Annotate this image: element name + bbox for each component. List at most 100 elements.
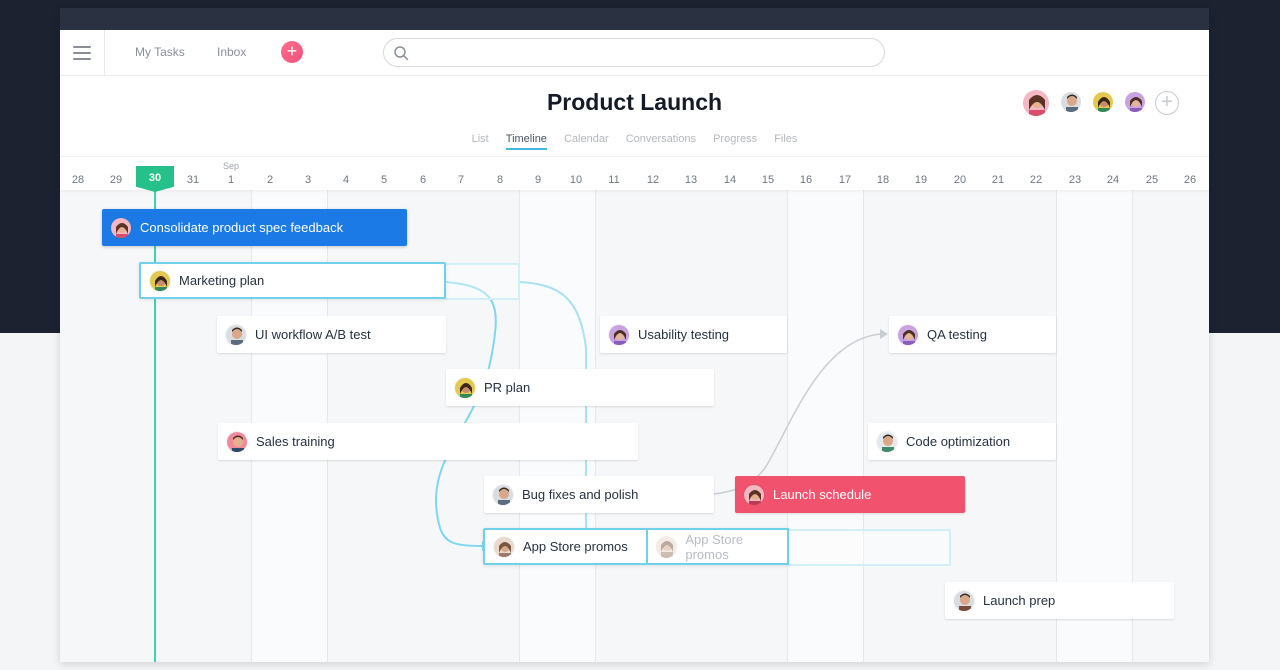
task-bar[interactable]: Sales training xyxy=(218,423,638,460)
assignee-avatar xyxy=(225,323,247,346)
task-drag-preview[interactable]: App Store promos xyxy=(646,528,789,565)
date-cell: 14 xyxy=(723,174,737,186)
task-label: Launch prep xyxy=(983,593,1056,608)
date-cell: 17 xyxy=(838,174,852,186)
hamburger-icon xyxy=(73,46,91,60)
add-member-button[interactable]: + xyxy=(1155,91,1179,115)
task-label: UI workflow A/B test xyxy=(255,327,371,342)
project-tabs: List Timeline Calendar Conversations Pro… xyxy=(60,133,1209,150)
tab-conversations[interactable]: Conversations xyxy=(625,133,697,145)
date-cell: 24 xyxy=(1106,174,1120,186)
tab-list[interactable]: List xyxy=(471,133,489,145)
app-window: My Tasks Inbox + Product Launch List Tim… xyxy=(60,8,1209,662)
date-cell: 22 xyxy=(1029,174,1043,186)
task-bar[interactable]: Launch schedule xyxy=(735,476,965,513)
task-label: QA testing xyxy=(927,327,987,342)
tab-files[interactable]: Files xyxy=(774,133,798,145)
date-cell: 26 xyxy=(1183,174,1197,186)
task-bar[interactable]: Launch prep xyxy=(945,582,1174,619)
task-bar[interactable]: PR plan xyxy=(446,369,714,406)
task-bar[interactable]: Bug fixes and polish xyxy=(484,476,714,513)
tab-progress[interactable]: Progress xyxy=(713,133,758,145)
task-label: App Store promos xyxy=(523,539,628,554)
date-cell: 31 xyxy=(186,174,200,186)
date-cell: 16 xyxy=(799,174,813,186)
date-cell: 2 xyxy=(266,174,274,186)
task-label: Bug fixes and polish xyxy=(522,487,639,502)
date-cell: 11 xyxy=(608,174,620,186)
assignee-avatar xyxy=(493,535,515,558)
assignee-avatar xyxy=(110,216,132,239)
nav-inbox[interactable]: Inbox xyxy=(217,45,247,59)
assignee-avatar xyxy=(492,483,514,506)
member-avatar[interactable] xyxy=(1021,88,1051,118)
top-bar: My Tasks Inbox + xyxy=(60,30,1209,76)
date-cell: 29 xyxy=(109,174,123,186)
task-bar[interactable]: Marketing plan xyxy=(139,262,446,299)
weekend-column xyxy=(787,190,863,662)
date-cell: 13 xyxy=(684,174,698,186)
date-cell: 8 xyxy=(496,174,504,186)
today-marker[interactable]: 30 xyxy=(136,166,174,192)
date-cell: 28 xyxy=(71,174,85,186)
project-header: Product Launch List Timeline Calendar Co… xyxy=(60,76,1209,156)
date-cell: 18 xyxy=(876,174,890,186)
page-title: Product Launch xyxy=(546,89,723,115)
assignee-avatar xyxy=(656,535,678,558)
assignee-avatar xyxy=(149,269,171,292)
task-label: Sales training xyxy=(256,434,335,449)
tab-calendar[interactable]: Calendar xyxy=(564,133,609,145)
project-members: + xyxy=(1021,88,1181,122)
nav-my-tasks[interactable]: My Tasks xyxy=(135,45,185,59)
week-divider xyxy=(1056,190,1057,662)
date-cell: 12 xyxy=(646,174,660,186)
task-label: Code optimization xyxy=(906,434,1011,449)
member-avatar[interactable] xyxy=(1091,90,1115,114)
window-titlebar xyxy=(60,8,1209,30)
task-bar[interactable]: Consolidate product spec feedback xyxy=(102,209,407,246)
today-line xyxy=(154,190,156,662)
date-cell: 5 xyxy=(380,174,388,186)
date-cell: 1 xyxy=(227,174,235,186)
week-divider xyxy=(787,190,788,662)
task-bar[interactable]: Usability testing xyxy=(600,316,787,353)
timeline-date-strip: Sep 30 28 29 31 1 2 3 4 5 6 7 8 9 10 11 … xyxy=(60,156,1209,192)
date-cell: 25 xyxy=(1145,174,1159,186)
task-label: Launch schedule xyxy=(773,487,872,502)
date-cell: 21 xyxy=(991,174,1005,186)
date-cell: 9 xyxy=(534,174,542,186)
date-cell: 6 xyxy=(419,174,427,186)
date-cell: 15 xyxy=(761,174,775,186)
date-cell: 20 xyxy=(953,174,967,186)
task-ghost-bar xyxy=(786,529,951,566)
week-divider xyxy=(1132,190,1133,662)
date-cell: 23 xyxy=(1068,174,1082,186)
tab-timeline[interactable]: Timeline xyxy=(505,133,547,150)
task-label: PR plan xyxy=(484,380,531,395)
date-cell: 4 xyxy=(342,174,350,186)
search-input[interactable] xyxy=(383,38,885,67)
menu-button[interactable] xyxy=(60,30,105,76)
task-bar[interactable]: UI workflow A/B test xyxy=(217,316,446,353)
task-bar[interactable]: Code optimization xyxy=(868,423,1056,460)
month-label: Sep xyxy=(222,161,239,171)
task-label: Usability testing xyxy=(638,327,730,342)
task-label: Marketing plan xyxy=(179,273,265,288)
task-label: Consolidate product spec feedback xyxy=(140,220,344,235)
member-avatar[interactable] xyxy=(1123,90,1147,114)
date-cell: 3 xyxy=(304,174,312,186)
week-divider xyxy=(863,190,864,662)
task-bar[interactable]: QA testing xyxy=(889,316,1056,353)
assignee-avatar xyxy=(953,589,975,612)
assignee-avatar xyxy=(226,430,248,453)
member-avatar[interactable] xyxy=(1059,90,1083,114)
assignee-avatar xyxy=(743,483,765,506)
task-label: App Store promos xyxy=(685,531,744,562)
assignee-avatar xyxy=(897,323,919,346)
assignee-avatar xyxy=(876,430,898,453)
date-cell: 19 xyxy=(914,174,928,186)
date-cell: 10 xyxy=(569,174,583,186)
assignee-avatar xyxy=(608,323,630,346)
task-ghost-bar xyxy=(444,263,520,300)
quick-add-button[interactable]: + xyxy=(281,41,303,63)
